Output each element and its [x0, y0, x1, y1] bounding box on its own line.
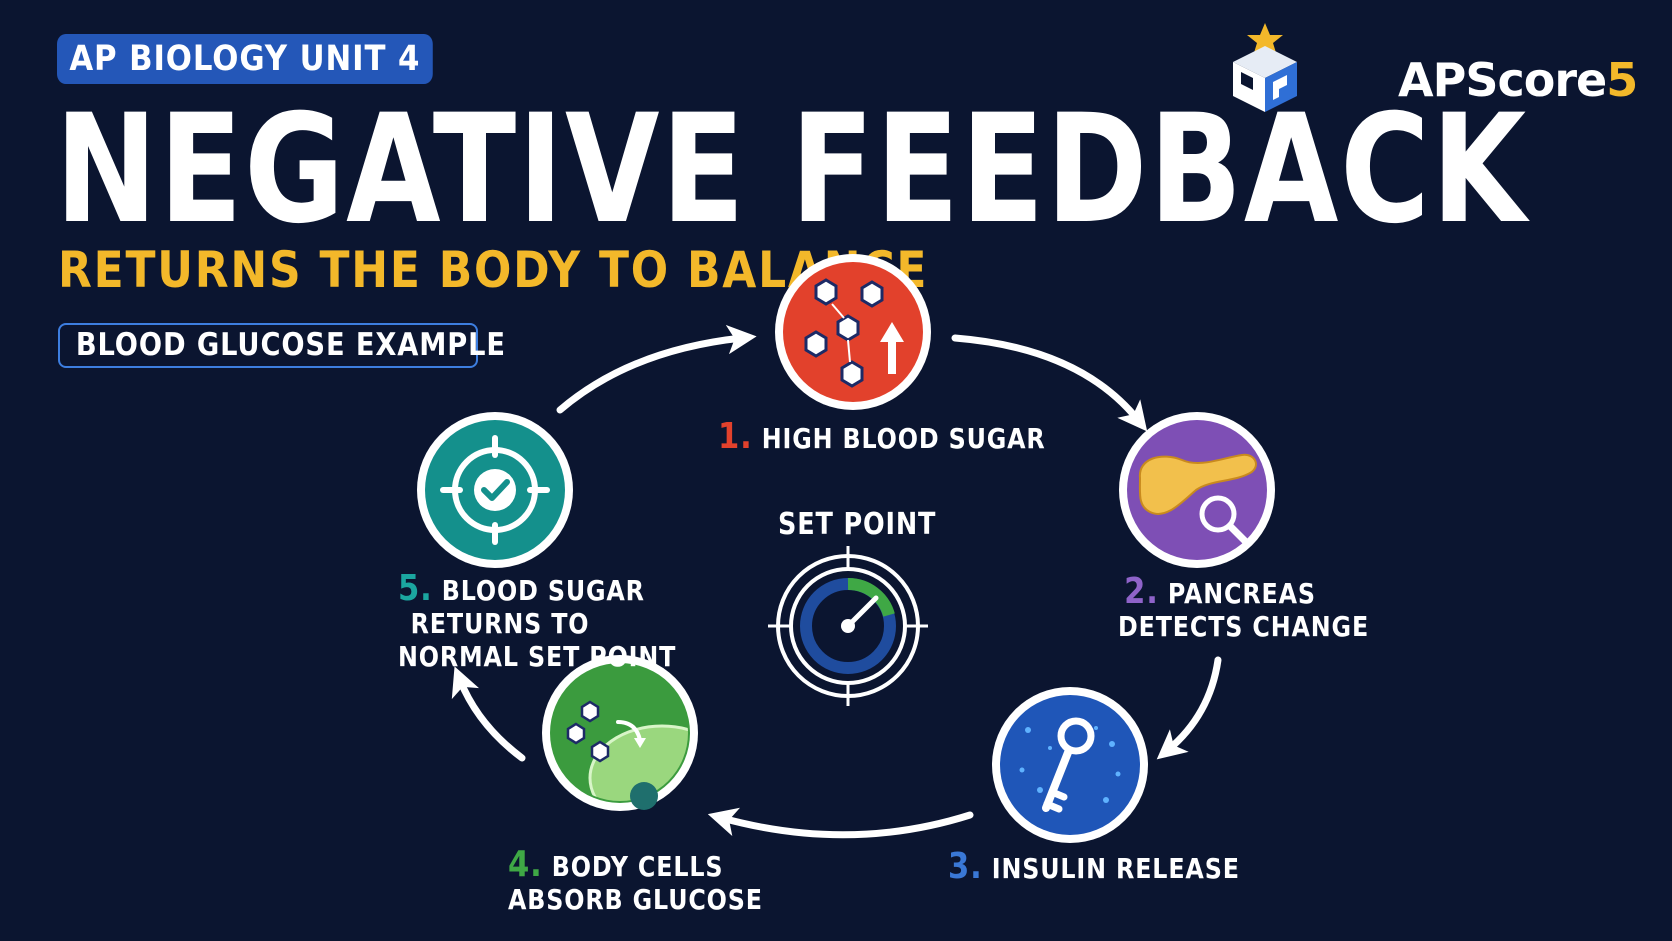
cube-logo-icon [1233, 23, 1297, 112]
arrow-1-to-2 [951, 334, 1148, 432]
target-check-icon [417, 412, 573, 568]
arrow-5-to-1 [556, 324, 757, 414]
step-3-label: 3. INSULIN RELEASE [948, 846, 1240, 887]
cell-absorb-icon [542, 655, 698, 811]
step-1-label: 1. HIGH BLOOD SUGAR [718, 416, 1046, 457]
set-point-label: SET POINT [778, 507, 937, 542]
step-2-label: 2. PANCREAS DETECTS CHANGE [1118, 571, 1370, 644]
step-5-label: 5. BLOOD SUGAR RETURNS TO NORMAL SET POI… [398, 568, 677, 674]
unit-tag: AP BIOLOGY UNIT 4 [57, 34, 433, 84]
example-pill-label: BLOOD GLUCOSE EXAMPLE [75, 327, 506, 363]
example-pill: BLOOD GLUCOSE EXAMPLE [58, 323, 505, 368]
arrow-4-to-5 [451, 666, 526, 762]
step-4-label: 4. BODY CELLS ABSORB GLUCOSE [508, 844, 763, 917]
key-icon [992, 687, 1148, 843]
page-subtitle: RETURNS THE BODY TO BALANCE [58, 241, 929, 299]
set-point-gauge-icon [768, 546, 928, 706]
brand-name: APScore5 [1398, 53, 1638, 107]
glucose-rising-icon [775, 254, 931, 410]
pancreas-magnifier-icon [1119, 412, 1275, 568]
arrow-3-to-4 [707, 807, 974, 839]
arrow-2-to-3 [1156, 656, 1222, 760]
page-title: NEGATIVE FEEDBACK [55, 83, 1528, 257]
